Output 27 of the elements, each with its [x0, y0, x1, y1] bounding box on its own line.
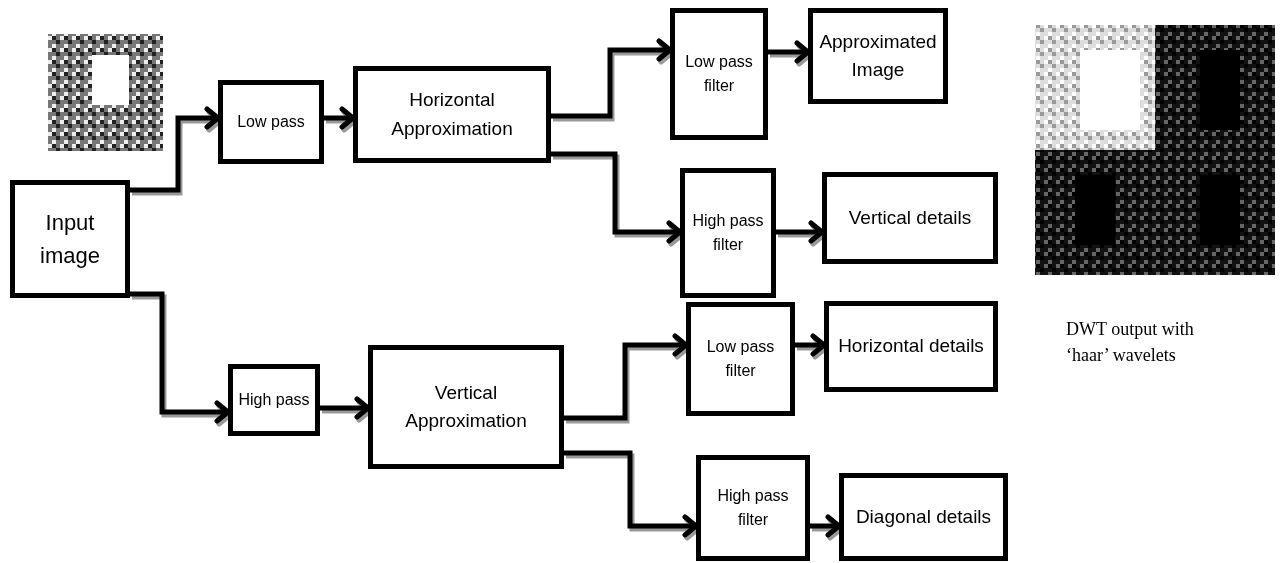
process-box [808, 8, 948, 104]
process-box [839, 473, 1008, 561]
box-label: High pass [238, 390, 310, 410]
process-box [218, 80, 324, 164]
process-box [680, 168, 776, 298]
box-label: Vertical Approximation [404, 380, 528, 433]
process-box [353, 66, 551, 163]
process-box [670, 8, 768, 140]
process-box [696, 455, 810, 561]
process-box [228, 364, 320, 436]
process-box [10, 180, 130, 298]
process-box [822, 172, 998, 264]
box-label: Input image [39, 209, 101, 270]
box-label: Low pass [237, 112, 305, 132]
box-label: Horizontal Approximation [390, 88, 514, 141]
process-box [824, 301, 998, 392]
caption-text: DWT output with ‘haar’ wavelets [1066, 318, 1195, 368]
box-label: Horizontal details [838, 334, 984, 359]
process-box [686, 302, 795, 416]
process-box [368, 345, 564, 469]
box-label: High pass filter [691, 211, 765, 255]
box-label: Diagonal details [855, 504, 992, 529]
box-label: Low pass filter [684, 52, 754, 96]
box-label: Approximated Image [818, 29, 938, 82]
box-label: Vertical details [848, 205, 972, 230]
box-label: Low pass filter [705, 337, 776, 381]
box-label: High pass filter [716, 486, 790, 530]
